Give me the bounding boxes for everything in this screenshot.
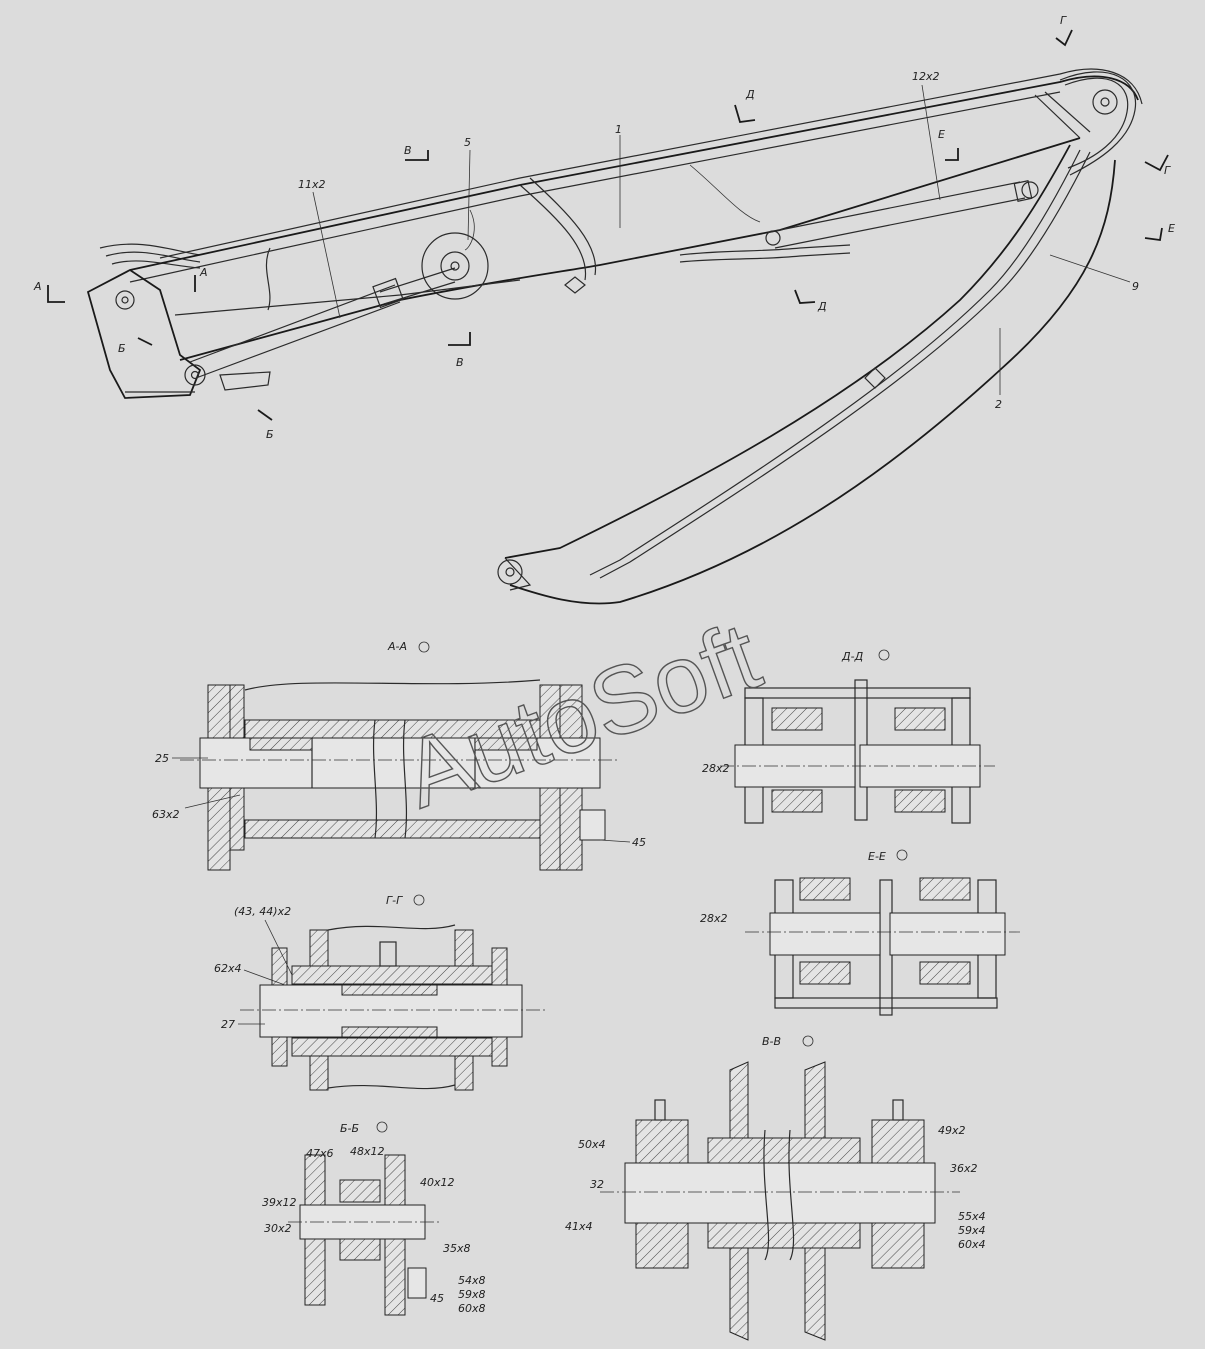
section-aa: А-А 25 63x2 45 [152, 640, 646, 871]
callout-11: 11x2 [298, 178, 326, 191]
callout-5: 5 [464, 136, 471, 149]
section-gg-title: Г-Г [386, 894, 403, 907]
ee-callout-28: 28x2 [700, 912, 728, 925]
mark-b-bottom: Б [266, 428, 274, 441]
mark-d-top: Д [745, 88, 755, 101]
boom-main-view [86, 68, 1143, 605]
vv-callout-49: 49x2 [938, 1124, 966, 1137]
vv-callout-41: 41x4 [565, 1220, 593, 1233]
mark-g-right: Г [1164, 164, 1171, 177]
mark-v-top: В [404, 144, 412, 157]
mark-e-right: Е [1168, 222, 1175, 235]
aa-callout-45: 45 [632, 836, 646, 849]
callout-9: 9 [1132, 280, 1139, 293]
bb-callout-35: 35x8 [443, 1242, 471, 1255]
vv-callout-55: 55x4 [958, 1210, 986, 1223]
gg-callout-4344: (43, 44)x2 [234, 905, 291, 918]
bb-callout-48: 48x12 [350, 1145, 385, 1158]
callout-1: 1 [615, 123, 622, 136]
section-aa-title: А-А [387, 640, 407, 653]
mark-d-bottom: Д [817, 300, 827, 313]
section-gg: Г-Г (43, 44)x2 62x4 27 [214, 894, 545, 1091]
mark-g-top: Г [1060, 14, 1067, 27]
bb-callout-30: 30x2 [264, 1222, 292, 1235]
bb-callout-54: 54x8 [458, 1274, 486, 1287]
bb-callout-59: 59x8 [458, 1288, 486, 1301]
bb-callout-60: 60x8 [458, 1302, 486, 1315]
bb-callout-47: 47x6 [306, 1147, 334, 1160]
section-dd: Д-Д 28x2 [702, 649, 995, 824]
section-vv: В-В 50x4 32 41x4 49x2 36x2 55x4 59x4 60x… [565, 1035, 986, 1341]
bb-callout-40: 40x12 [420, 1176, 455, 1189]
section-dd-title: Д-Д [841, 650, 864, 663]
mark-v-bottom: В [456, 356, 464, 369]
vv-callout-60: 60x4 [958, 1238, 986, 1251]
gg-callout-62: 62x4 [214, 962, 242, 975]
callout-12: 12x2 [912, 70, 940, 83]
main-callouts: 1 2 5 9 11x2 12x2 [298, 70, 1139, 411]
vv-callout-36: 36x2 [950, 1162, 978, 1175]
vv-callout-59: 59x4 [958, 1224, 986, 1237]
section-vv-title: В-В [762, 1035, 781, 1048]
gg-callout-27: 27 [221, 1018, 235, 1031]
section-ee: Е-Е 28x2 [700, 849, 1020, 1016]
section-ee-title: Е-Е [868, 850, 886, 863]
section-bb-title: Б-Б [340, 1122, 359, 1135]
dd-callout-28: 28x2 [702, 762, 730, 775]
callout-2: 2 [995, 398, 1002, 411]
vv-callout-32: 32 [590, 1178, 604, 1191]
aa-callout-25: 25 [155, 752, 169, 765]
aa-callout-63: 63x2 [152, 808, 180, 821]
vv-callout-50: 50x4 [578, 1138, 606, 1151]
section-marks: А А Б Б В В Г Г Д Д Е Е [33, 14, 1175, 441]
mark-e-top: Е [938, 128, 945, 141]
bb-callout-39: 39x12 [262, 1196, 297, 1209]
mark-a-left: А [33, 280, 42, 293]
bb-callout-45: 45 [430, 1292, 444, 1305]
mark-b-left: Б [118, 342, 126, 355]
mark-a-inner: А [199, 266, 208, 279]
section-bb: Б-Б 47x6 48x12 40x12 39x12 30x2 35x8 54x… [262, 1121, 486, 1316]
